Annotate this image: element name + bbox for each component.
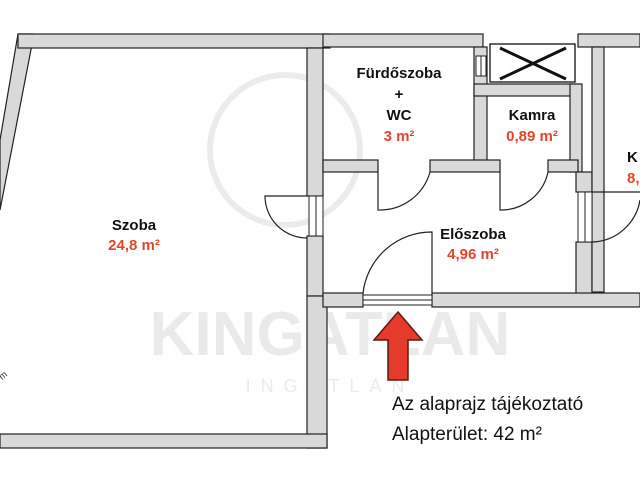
wall-szoba-right (306, 47, 324, 197)
wall-hall-right-lower (575, 241, 593, 301)
door-swings (264, 171, 640, 294)
wall-bottom-szoba (0, 433, 328, 449)
room-furdo-name-line3: WC (387, 107, 412, 124)
window-shaft (489, 43, 576, 83)
wall-hall-right (575, 171, 593, 193)
watermark-text: KINGATLAN (150, 300, 510, 369)
walls (0, 33, 640, 449)
room-furdo-area: 3 m² (384, 128, 415, 145)
room-kamra-name: Kamra (509, 107, 556, 124)
room-eloszoba-name: Előszoba (440, 226, 507, 243)
room-konyha-name-partial: K (627, 149, 638, 166)
door-right-room-arc (591, 199, 640, 243)
wall-kamra-top (473, 83, 579, 97)
room-szoba-name: Szoba (112, 217, 157, 234)
room-furdo-name-line1: Fürdőszoba (357, 65, 443, 82)
room-kamra-area: 0,89 m² (506, 128, 558, 145)
room-szoba-area: 24,8 m² (108, 237, 160, 254)
plan-disclaimer: Az alaprajz tájékoztató (392, 394, 584, 415)
wall-hall-bottom-right (431, 292, 640, 308)
wall-right-room (591, 46, 605, 293)
total-area: Alapterület: 42 m² (392, 424, 542, 445)
entrance-arrow (372, 310, 424, 381)
door-bath (377, 171, 431, 211)
room-furdo-name-line2: + (395, 86, 404, 103)
room-eloszoba-area: 4,96 m² (447, 246, 499, 263)
wall-top-szoba (17, 33, 331, 49)
wall-left-diagonal (0, 33, 35, 211)
wall-kamra-right (569, 83, 583, 173)
window-symbols (308, 55, 593, 306)
door-kamra (499, 171, 549, 211)
wall-above-hall-mid (429, 159, 501, 173)
wall-above-hall (322, 159, 379, 173)
wall-szoba-right-bottom (306, 295, 328, 449)
wall-hall-bottom (322, 292, 364, 308)
left-edge-mark: m (0, 369, 9, 381)
wall-top-far-right (577, 33, 640, 48)
wall-top-right (322, 33, 484, 48)
wall-above-hall-right (547, 159, 579, 173)
door-entrance (362, 231, 433, 294)
wall-szoba-right-lower (306, 235, 324, 297)
room-konyha-area-partial: 8, (627, 170, 640, 187)
door-szoba (264, 195, 308, 239)
